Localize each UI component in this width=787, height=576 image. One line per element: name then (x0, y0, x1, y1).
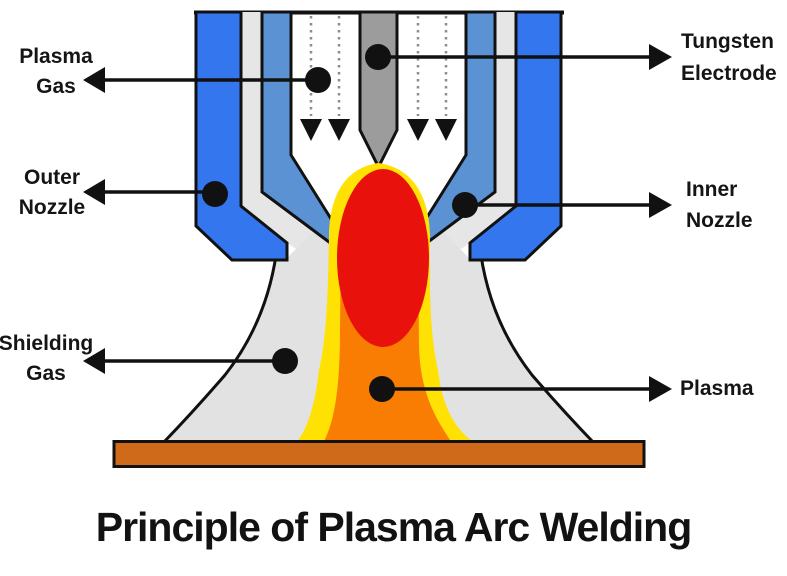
tungsten-electrode-shape (358, 10, 399, 171)
left-arrowhead-icon (83, 179, 105, 205)
left-gas-channel-strip (241, 12, 333, 266)
outer-nozzle-label: Outer Nozzle (2, 163, 102, 223)
plasma-gas-label-line1: Plasma (19, 45, 93, 68)
leader-lines (100, 55, 652, 391)
anchor-dots (202, 44, 478, 402)
down-arrow-icon (300, 119, 322, 141)
plasma-label-line1: Plasma (680, 377, 754, 400)
arc-core-red (337, 169, 429, 347)
gas-flow-dotted-lines (309, 16, 448, 116)
inner-nozzle-label-line1: Inner (686, 178, 738, 201)
plasma-gas-label-line2: Gas (36, 75, 76, 98)
inner-nozzle-label: Inner Nozzle (686, 174, 753, 236)
tungsten-electrode-label: Tungsten Electrode (681, 26, 777, 90)
inner-nozzle-dot (452, 192, 478, 218)
shielding-gas-label-line1: Shielding (0, 332, 94, 355)
diagram-title: Principle of Plasma Arc Welding (95, 504, 693, 550)
left-arrowhead-icon (83, 348, 105, 374)
gas-flow-down-arrow-icons (300, 119, 457, 141)
plasma-label: Plasma (680, 374, 754, 404)
tungsten-electrode-label-line2: Electrode (681, 62, 777, 85)
outer-nozzle-label-line2: Nozzle (18, 196, 86, 219)
tungsten-electrode-label-line1: Tungsten (681, 30, 774, 53)
shielding-gas-label-line2: Gas (26, 362, 66, 385)
plasma-gas-label: Plasma Gas (6, 42, 106, 102)
down-arrow-icon (407, 119, 429, 141)
shielding-gas-left-outline (161, 247, 279, 445)
shielding-gas-right-outline (478, 247, 596, 445)
outer-nozzle-dot (202, 181, 228, 207)
right-arrowhead-icon (649, 192, 672, 218)
right-gas-channel-strip (424, 12, 516, 266)
inner-nozzle-label-line2: Nozzle (686, 209, 753, 232)
outer-nozzle-right-wall (468, 10, 563, 262)
tungsten-electrode-dot (365, 44, 391, 70)
plasma-gas-dot (305, 67, 331, 93)
plasma-dot (369, 376, 395, 402)
shielding-gas-dot (272, 348, 298, 374)
right-arrowhead-icon (649, 44, 672, 70)
left-arrowhead-icon (83, 67, 105, 93)
leader-arrowheads (83, 44, 672, 402)
down-arrow-icon (328, 119, 350, 141)
down-arrow-icon (435, 119, 457, 141)
outer-nozzle-label-line1: Outer (23, 166, 80, 189)
shielding-gas-label: Shielding Gas (0, 329, 96, 389)
right-arrowhead-icon (649, 376, 672, 402)
workpiece-plate (112, 440, 646, 468)
